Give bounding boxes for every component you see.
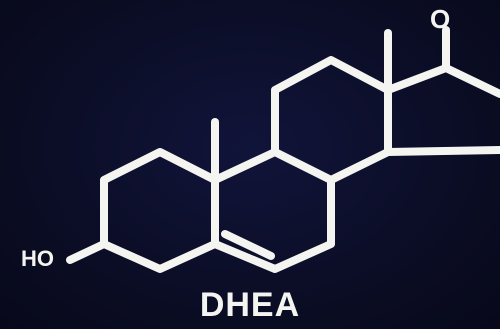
hydroxyl-bond xyxy=(66,240,108,264)
double-bond xyxy=(221,230,275,260)
ring-b xyxy=(211,148,335,273)
molecule-name: DHEA xyxy=(199,286,301,324)
ring-d xyxy=(384,64,500,98)
ring-c xyxy=(271,56,392,184)
ring-a xyxy=(100,148,219,273)
ring-d-bottom xyxy=(384,146,500,156)
hydroxyl-label: HO xyxy=(21,246,54,271)
ketone-oxygen-label: O xyxy=(430,4,451,34)
